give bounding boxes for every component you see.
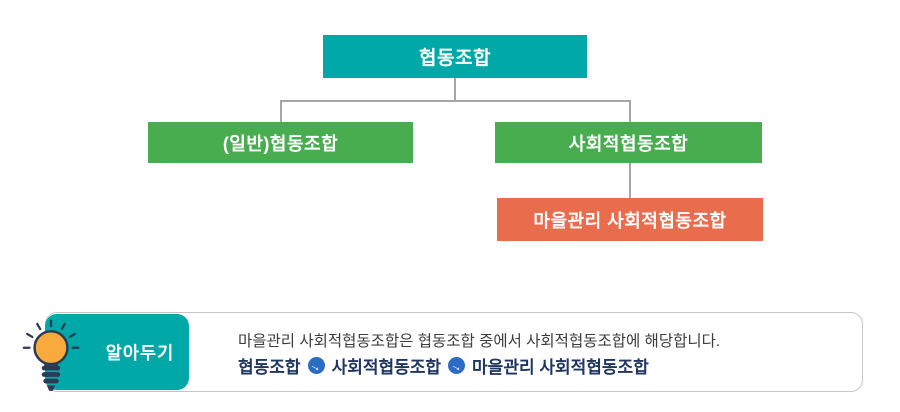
node-social-cooperative: 사회적협동조합 xyxy=(495,122,762,163)
connector-grandchild xyxy=(629,163,631,198)
node-village-mgmt-social-cooperative: 마을관리 사회적협동조합 xyxy=(497,198,763,241)
lightbulb-icon xyxy=(22,319,80,391)
connector-right-child xyxy=(629,100,631,123)
note-badge-label: 알아두기 xyxy=(105,342,175,363)
node-cooperative: 협동조합 xyxy=(323,35,587,78)
circle-arrow-right-icon: → xyxy=(307,356,325,375)
node-general-cooperative: (일반)협동조합 xyxy=(148,122,413,163)
connector-root-down xyxy=(454,78,456,100)
note-badge: 알아두기 xyxy=(45,314,189,390)
circle-arrow-right-icon: → xyxy=(447,356,466,375)
note-text-line2: 협동조합 → 사회적협동조합 → 마을관리 사회적협동조합 xyxy=(238,353,649,378)
connector-left-child xyxy=(280,100,282,123)
note-step-social-cooperative: 사회적협동조합 xyxy=(331,358,442,377)
note-text-line1: 마을관리 사회적협동조합은 협동조합 중에서 사회적협동조합에 해당합니다. xyxy=(238,333,721,350)
connector-horizontal xyxy=(280,100,630,102)
note-step-cooperative: 협동조합 xyxy=(238,358,301,377)
note-step-village-social-cooperative: 마을관리 사회적협동조합 xyxy=(472,358,649,377)
